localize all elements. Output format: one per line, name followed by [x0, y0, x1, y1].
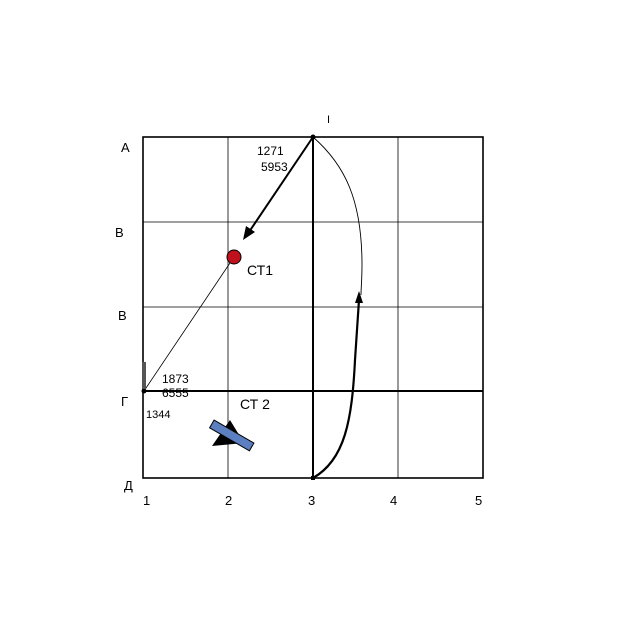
row-label-v: В: [118, 308, 127, 323]
col-label-1: 1: [143, 493, 150, 508]
col-label-5: 5: [475, 493, 482, 508]
arrow-route-line: [248, 136, 314, 233]
row-label-g: Г: [121, 394, 128, 409]
col-label-2: 2: [225, 493, 232, 508]
row-label-b: В: [115, 225, 124, 240]
point-i: [310, 134, 316, 140]
row-label-d: Д: [124, 478, 133, 493]
aircraft-icon: [208, 419, 255, 452]
point-b-value-2: 6555: [162, 386, 189, 400]
point-d: [311, 476, 315, 480]
curve-arrow-head: [355, 291, 363, 303]
col-label-4: 4: [390, 493, 397, 508]
thick-curve-route: [312, 299, 361, 479]
top-marker-label: I: [327, 114, 330, 126]
row-label-a: А: [121, 140, 130, 155]
station-1-marker: [226, 249, 242, 265]
point-a-value-2: 5953: [261, 160, 288, 174]
station-1-label: СТ1: [247, 262, 273, 278]
thin-curve-route: [312, 136, 363, 296]
point-a-value-1: 1271: [257, 144, 284, 158]
point-g: [141, 388, 147, 394]
point-b-value-3: 1344: [146, 409, 170, 421]
grid: [142, 136, 484, 479]
thin-route-line: [143, 256, 235, 392]
station-2-label: СТ 2: [240, 396, 270, 412]
col-label-3: 3: [308, 493, 315, 508]
marker-post: [142, 362, 146, 389]
arrow-head: [243, 226, 255, 240]
point-b-value-1: 1873: [162, 372, 189, 386]
